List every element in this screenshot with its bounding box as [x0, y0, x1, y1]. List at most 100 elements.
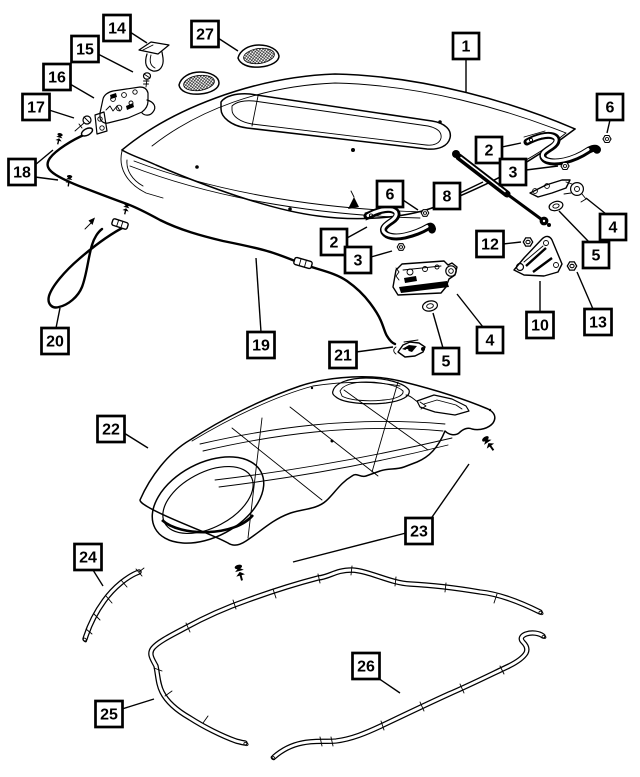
callout-number: 19 [252, 338, 270, 355]
callout-10[interactable]: 10 [525, 281, 555, 340]
callout-22[interactable]: 22 [96, 414, 149, 449]
callout-3[interactable]: 3 [498, 157, 559, 187]
callout-leader-line [129, 31, 148, 44]
callout-6[interactable]: 6 [595, 92, 625, 134]
callout-number: 2 [485, 143, 494, 160]
seal-strip-24 [82, 567, 145, 643]
callout-1[interactable]: 1 [451, 31, 481, 92]
callout-16[interactable]: 16 [42, 62, 95, 99]
callout-number: 17 [27, 100, 45, 117]
callout-box[interactable] [583, 307, 613, 337]
callout-leader-line [370, 250, 393, 258]
callout-4[interactable]: 4 [585, 197, 628, 242]
callout-number: 22 [102, 422, 120, 439]
callout-leader-line [55, 307, 61, 329]
callout-box[interactable] [70, 34, 100, 64]
callout-leader-line [255, 257, 262, 333]
callout-number: 10 [531, 318, 549, 335]
callout-box[interactable] [375, 179, 405, 209]
callout-23[interactable]: 23 [292, 463, 470, 563]
callout-box[interactable] [102, 13, 132, 43]
callout-17[interactable]: 17 [21, 92, 75, 122]
callout-5[interactable]: 5 [431, 312, 461, 376]
callout-box[interactable] [598, 212, 628, 242]
callout-number: 12 [481, 237, 499, 254]
callout-box[interactable] [7, 157, 37, 187]
callout-box[interactable] [475, 325, 505, 355]
callout-13[interactable]: 13 [576, 271, 613, 337]
pad-clip [479, 433, 499, 454]
callout-box[interactable] [474, 135, 504, 165]
callout-19[interactable]: 19 [246, 257, 276, 360]
callout-box[interactable] [328, 340, 358, 370]
callout-box[interactable] [498, 157, 528, 187]
callout-leader-line [585, 197, 607, 215]
callout-leader-line [69, 83, 95, 99]
callout-number: 16 [48, 70, 66, 87]
callout-box[interactable] [431, 346, 461, 376]
callout-box[interactable] [94, 699, 124, 729]
callout-box[interactable] [246, 330, 276, 360]
callout-6[interactable]: 6 [375, 179, 419, 211]
callout-box[interactable] [525, 310, 555, 340]
callout-leader-line [606, 119, 611, 134]
callout-box[interactable] [432, 181, 462, 211]
callout-14[interactable]: 14 [102, 13, 148, 44]
callout-21[interactable]: 21 [328, 340, 394, 370]
callout-25[interactable]: 25 [94, 698, 155, 729]
callout-12[interactable]: 12 [475, 229, 522, 259]
callout-4[interactable]: 4 [456, 293, 505, 355]
weatherstrip-26 [270, 630, 547, 761]
callout-box[interactable] [40, 326, 70, 356]
weatherstrip-25 [148, 565, 544, 747]
callout-number: 13 [589, 315, 607, 332]
hood-latch-assembly [74, 86, 156, 135]
callout-20[interactable]: 20 [40, 307, 70, 356]
callout-box[interactable] [96, 414, 126, 444]
callout-15[interactable]: 15 [70, 34, 134, 73]
cable-clip [120, 201, 132, 216]
callout-box[interactable] [42, 62, 72, 92]
callout-2[interactable]: 2 [319, 226, 368, 257]
callout-24[interactable]: 24 [73, 542, 104, 587]
cable-clip [53, 131, 65, 146]
callout-box[interactable] [351, 651, 381, 681]
hinge-right-group [452, 130, 612, 277]
callout-box[interactable] [595, 92, 625, 122]
hinge-nut [396, 243, 406, 251]
hinge-nut [566, 261, 578, 271]
callout-leader-line [346, 226, 368, 239]
callout-leader-line [292, 532, 407, 563]
callout-box[interactable] [21, 92, 51, 122]
callout-leader-line [123, 432, 149, 449]
callout-number: 21 [334, 348, 352, 365]
callout-27[interactable]: 27 [190, 19, 239, 52]
callout-8[interactable]: 8 [432, 181, 484, 211]
callout-leader-line [456, 293, 484, 328]
callout-box[interactable] [190, 19, 220, 49]
callout-2[interactable]: 2 [474, 135, 522, 165]
callout-18[interactable]: 18 [7, 149, 59, 187]
callout-box[interactable] [451, 31, 481, 61]
callout-box[interactable] [343, 245, 373, 275]
callout-number: 3 [509, 165, 518, 182]
insulation-pad [139, 376, 499, 583]
callout-box[interactable] [319, 227, 349, 257]
callout-box[interactable] [581, 240, 611, 270]
callout-leader-line [377, 677, 401, 694]
callout-box[interactable] [404, 516, 434, 546]
callout-number: 6 [386, 187, 395, 204]
callout-leader-line [502, 241, 522, 245]
callout-box[interactable] [73, 542, 103, 572]
callout-box[interactable] [475, 229, 505, 259]
callout-leader-line [525, 165, 559, 171]
pad-clip [232, 562, 248, 583]
hinge-nut [602, 134, 612, 144]
callout-3[interactable]: 3 [343, 245, 393, 275]
callout-5[interactable]: 5 [558, 210, 611, 270]
callout-number: 27 [196, 27, 214, 44]
callout-number: 24 [79, 550, 97, 567]
callout-26[interactable]: 26 [351, 651, 401, 694]
